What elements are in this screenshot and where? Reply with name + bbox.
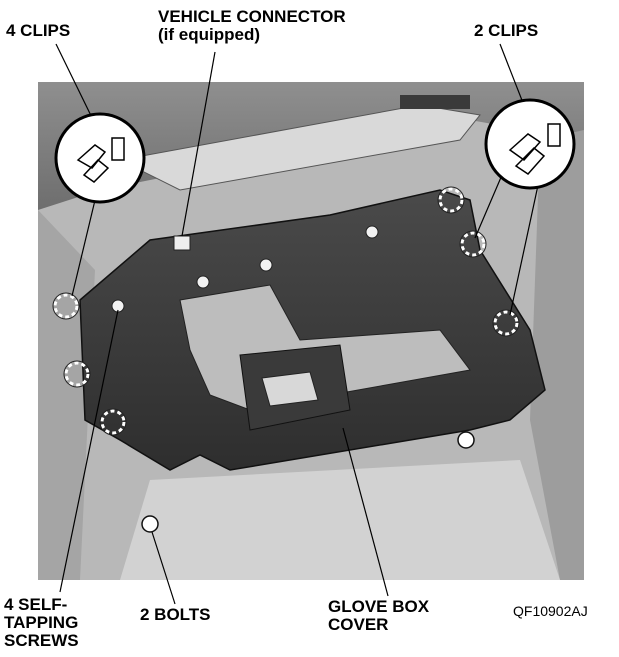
clip-marker	[493, 310, 519, 336]
clip-marker	[460, 231, 486, 257]
screw	[196, 275, 210, 289]
right-clip-detail	[484, 98, 576, 190]
clip-icon	[76, 144, 110, 183]
clip-marker-outline	[459, 230, 487, 258]
screw	[259, 258, 273, 272]
bolts	[141, 431, 475, 533]
clip-marker	[64, 361, 90, 387]
leader-screws	[59, 309, 119, 593]
bolt	[141, 515, 159, 533]
clip-marker	[438, 187, 464, 213]
leader-bolts	[151, 531, 176, 605]
right-panel	[530, 130, 584, 580]
clip-icon	[508, 133, 546, 175]
leader-right-detail	[474, 167, 506, 239]
glove-box-cover-window	[261, 371, 319, 407]
clip-marker-outline	[52, 292, 80, 320]
glove-box-cover-frame	[79, 189, 546, 471]
leader-cover	[342, 427, 389, 597]
lower-floor	[120, 460, 560, 580]
label-2-bolts: 2 BOLTS	[140, 605, 211, 624]
bolt	[457, 431, 475, 449]
vehicle-connector-part	[173, 235, 191, 251]
label-self-tapping-screws: 4 SELF- TAPPING SCREWS	[4, 595, 79, 650]
clip-marker-outline	[63, 360, 91, 388]
label-vehicle-connector: VEHICLE CONNECTOR (if equipped)	[158, 7, 346, 44]
screw	[365, 225, 379, 239]
figure-code: QF10902AJ	[513, 603, 588, 619]
clip-marker-outline	[99, 408, 127, 436]
vent	[400, 95, 470, 109]
leader-right-detail-2	[509, 175, 541, 316]
clip-slot	[547, 123, 561, 147]
label-2-clips: 2 CLIPS	[474, 21, 539, 40]
clip-slot	[111, 137, 125, 161]
screws	[111, 225, 379, 313]
clip-marker	[53, 293, 79, 319]
clip-marker-outline	[437, 186, 465, 214]
label-4-clips: 4 CLIPS	[6, 21, 71, 40]
clip-marker-outline	[492, 309, 520, 337]
leader-left-detail	[71, 195, 97, 297]
leader-2-clips	[499, 43, 526, 109]
label-glove-box-cover: GLOVE BOX COVER	[328, 597, 430, 634]
clip-markers	[53, 187, 519, 435]
left-clip-detail	[54, 112, 146, 204]
dashboard-trim	[118, 104, 481, 191]
clip-markers-outline	[52, 186, 520, 436]
clip-marker	[100, 409, 126, 435]
leader-connector	[181, 51, 216, 237]
